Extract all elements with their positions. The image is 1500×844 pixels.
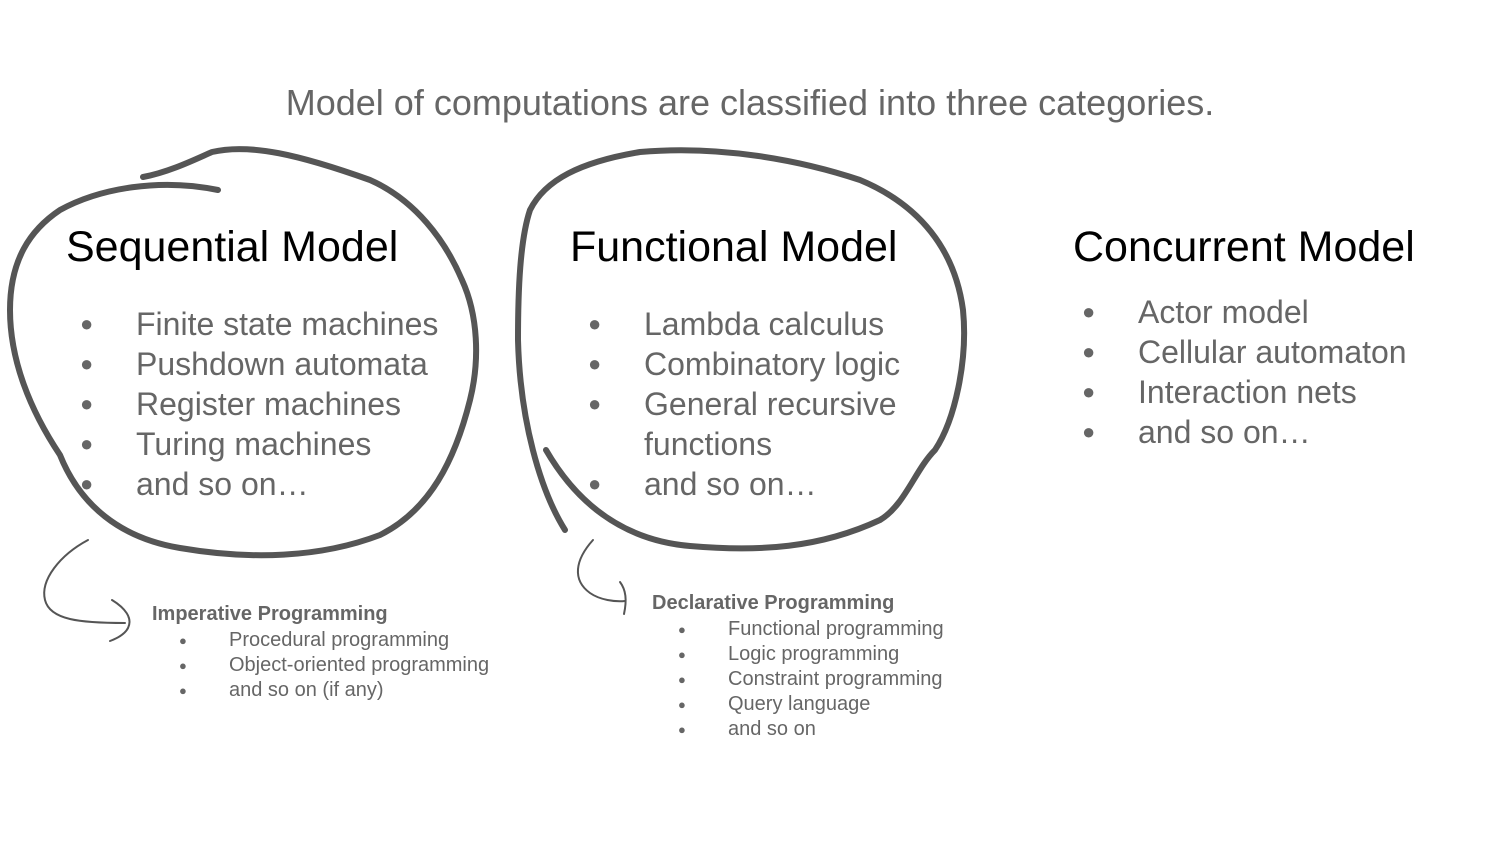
imperative-arrow	[43, 539, 126, 624]
slide-title: Model of computations are classified int…	[285, 82, 1215, 123]
declarative-programming-list: Functional programming Logic programming…	[678, 617, 944, 742]
list-item: Turing machines	[80, 424, 480, 464]
functional-model-title: Functional Model	[570, 223, 898, 271]
concurrent-model-list: Actor model Cellular automaton Interacti…	[1082, 292, 1482, 452]
list-item: and so on	[678, 717, 944, 742]
list-item: Logic programming	[678, 642, 944, 667]
list-item: and so on…	[1082, 412, 1482, 452]
imperative-programming-list: Procedural programming Object-oriented p…	[179, 628, 489, 703]
list-item: General recursive functions	[588, 384, 933, 464]
functional-model-list: Lambda calculus Combinatory logic Genera…	[588, 304, 933, 504]
imperative-arrowhead	[109, 599, 131, 642]
list-item: Actor model	[1082, 292, 1482, 332]
list-item: Interaction nets	[1082, 372, 1482, 412]
list-item: Combinatory logic	[588, 344, 933, 384]
concurrent-model-title: Concurrent Model	[1073, 223, 1415, 271]
list-item: Register machines	[80, 384, 480, 424]
list-item: Constraint programming	[678, 667, 944, 692]
list-item: Lambda calculus	[588, 304, 933, 344]
list-item: Cellular automaton	[1082, 332, 1482, 372]
list-item: and so on (if any)	[179, 678, 489, 703]
list-item: Finite state machines	[80, 304, 480, 344]
list-item: Object-oriented programming	[179, 653, 489, 678]
list-item: Pushdown automata	[80, 344, 480, 384]
list-item: and so on…	[80, 464, 480, 504]
declarative-arrowhead	[619, 581, 627, 615]
sequential-model-list: Finite state machines Pushdown automata …	[80, 304, 480, 504]
declarative-programming-title: Declarative Programming	[652, 592, 895, 614]
list-item: Query language	[678, 692, 944, 717]
imperative-programming-title: Imperative Programming	[152, 603, 388, 625]
list-item: Procedural programming	[179, 628, 489, 653]
sequential-model-title: Sequential Model	[66, 223, 399, 271]
list-item: and so on…	[588, 464, 933, 504]
list-item: Functional programming	[678, 617, 944, 642]
declarative-arrow	[576, 539, 626, 603]
